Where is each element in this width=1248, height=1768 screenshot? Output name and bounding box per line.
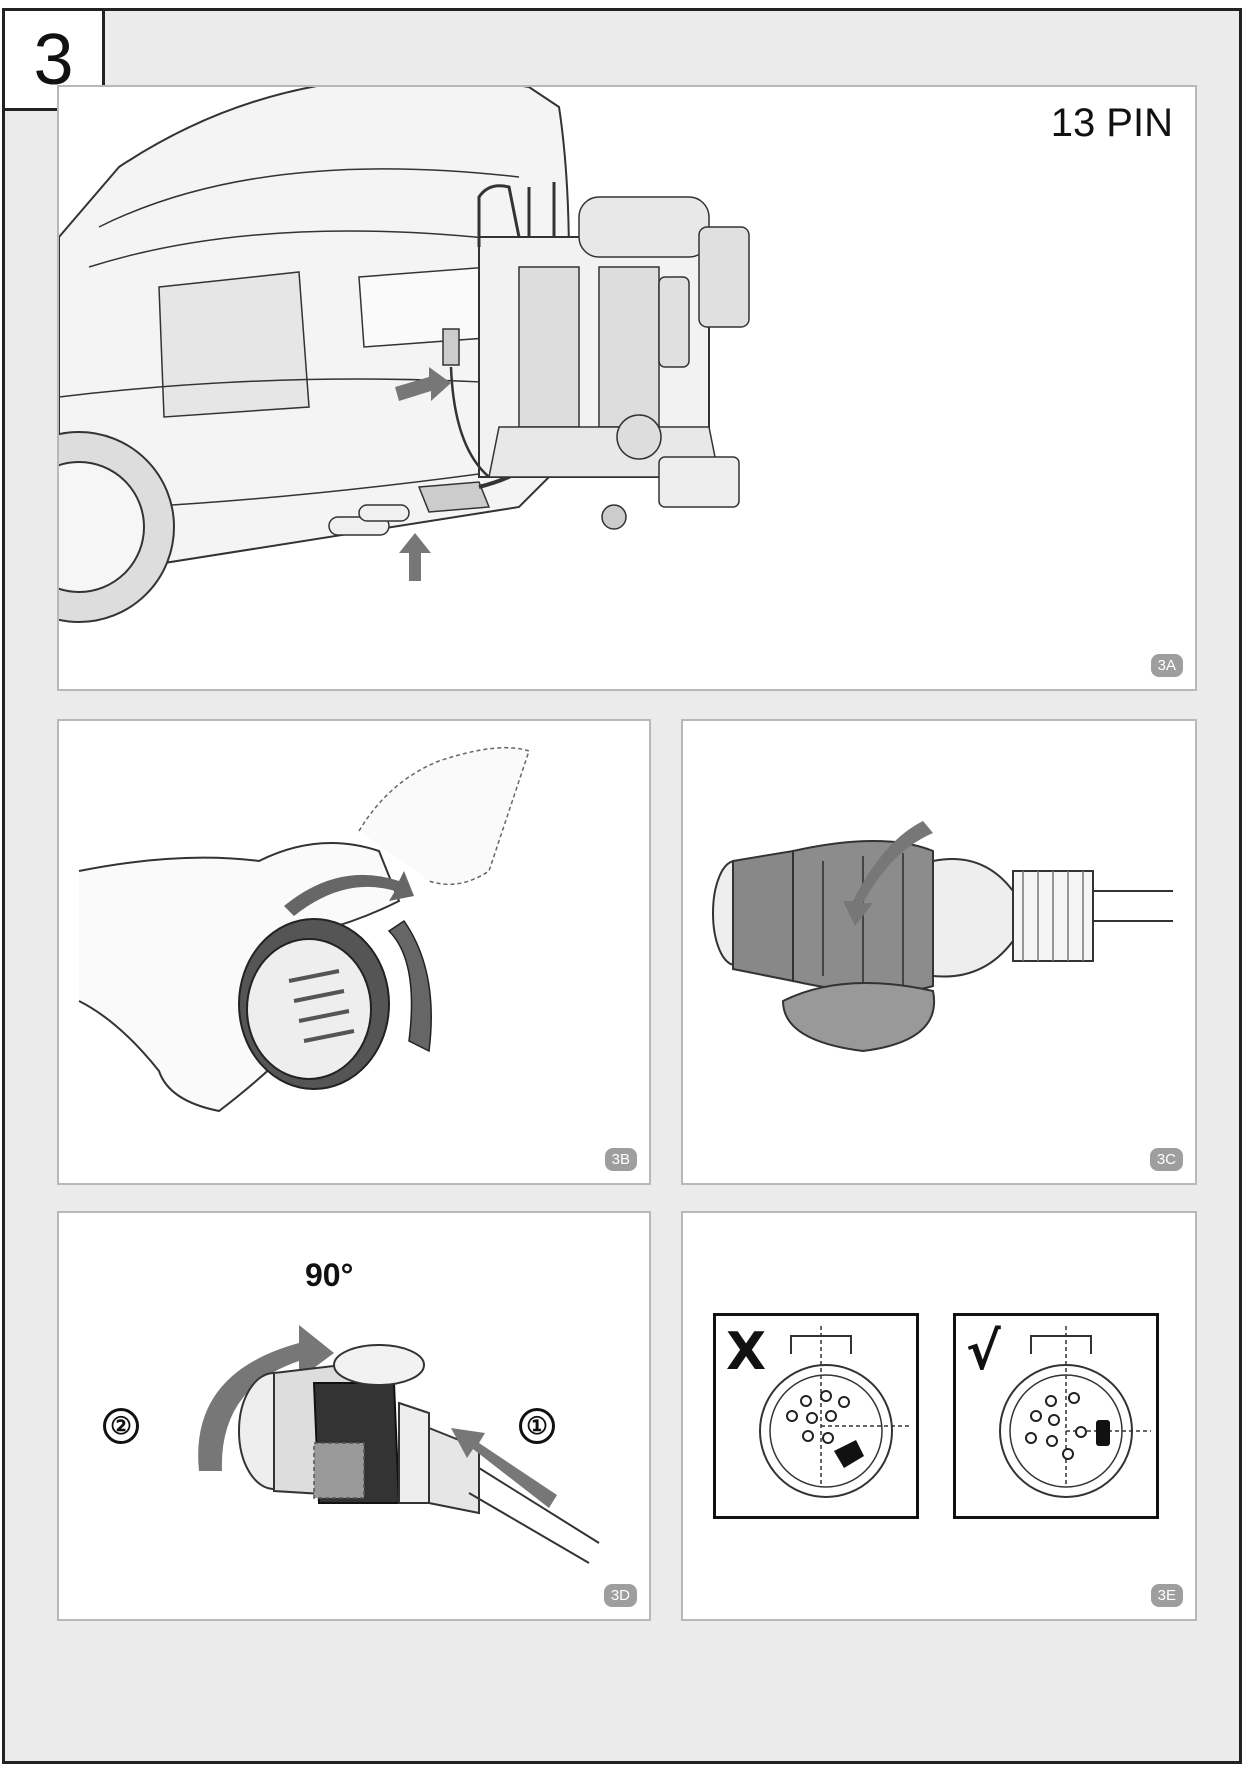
plug-insert-rotate-illustration [198,1325,600,1564]
plug-socket-connected-illustration [712,821,1173,1053]
wrong-mark: X [726,1322,767,1382]
step-number: 3 [5,11,105,111]
socket-pinout-correct-icon [999,1326,1151,1498]
pin-count-title: 13 PIN [1050,101,1173,145]
socket-pinout-wrong-icon [759,1326,911,1498]
panel-label-3c: 3C [1149,1148,1183,1171]
step-two-marker: ② [103,1408,139,1444]
panel-3a: 13 PIN 3A [57,85,1197,691]
panel-3b: 3B [57,719,651,1185]
correct-mark: √ [966,1322,1001,1382]
panel-label-3b: 3B [604,1148,637,1171]
wrong-orientation-box: X [713,1313,919,1519]
panel-3c: 3C [681,719,1197,1185]
correct-orientation-box: √ [953,1313,1159,1519]
instruction-sheet: 3 [2,8,1242,1764]
rotation-angle: 90° [305,1257,354,1293]
car-bike-carrier-illustration [59,87,750,623]
step-one-marker: ① [519,1408,555,1444]
panel-label-3d: 3D [603,1584,637,1607]
panel-3d: 90° ② ① 3D [57,1211,651,1621]
hand-opening-socket-illustration [78,746,530,1113]
panel-3e: X √ [681,1211,1197,1621]
panel-label-3a: 3A [1150,654,1183,677]
panel-label-3e: 3E [1150,1584,1183,1607]
